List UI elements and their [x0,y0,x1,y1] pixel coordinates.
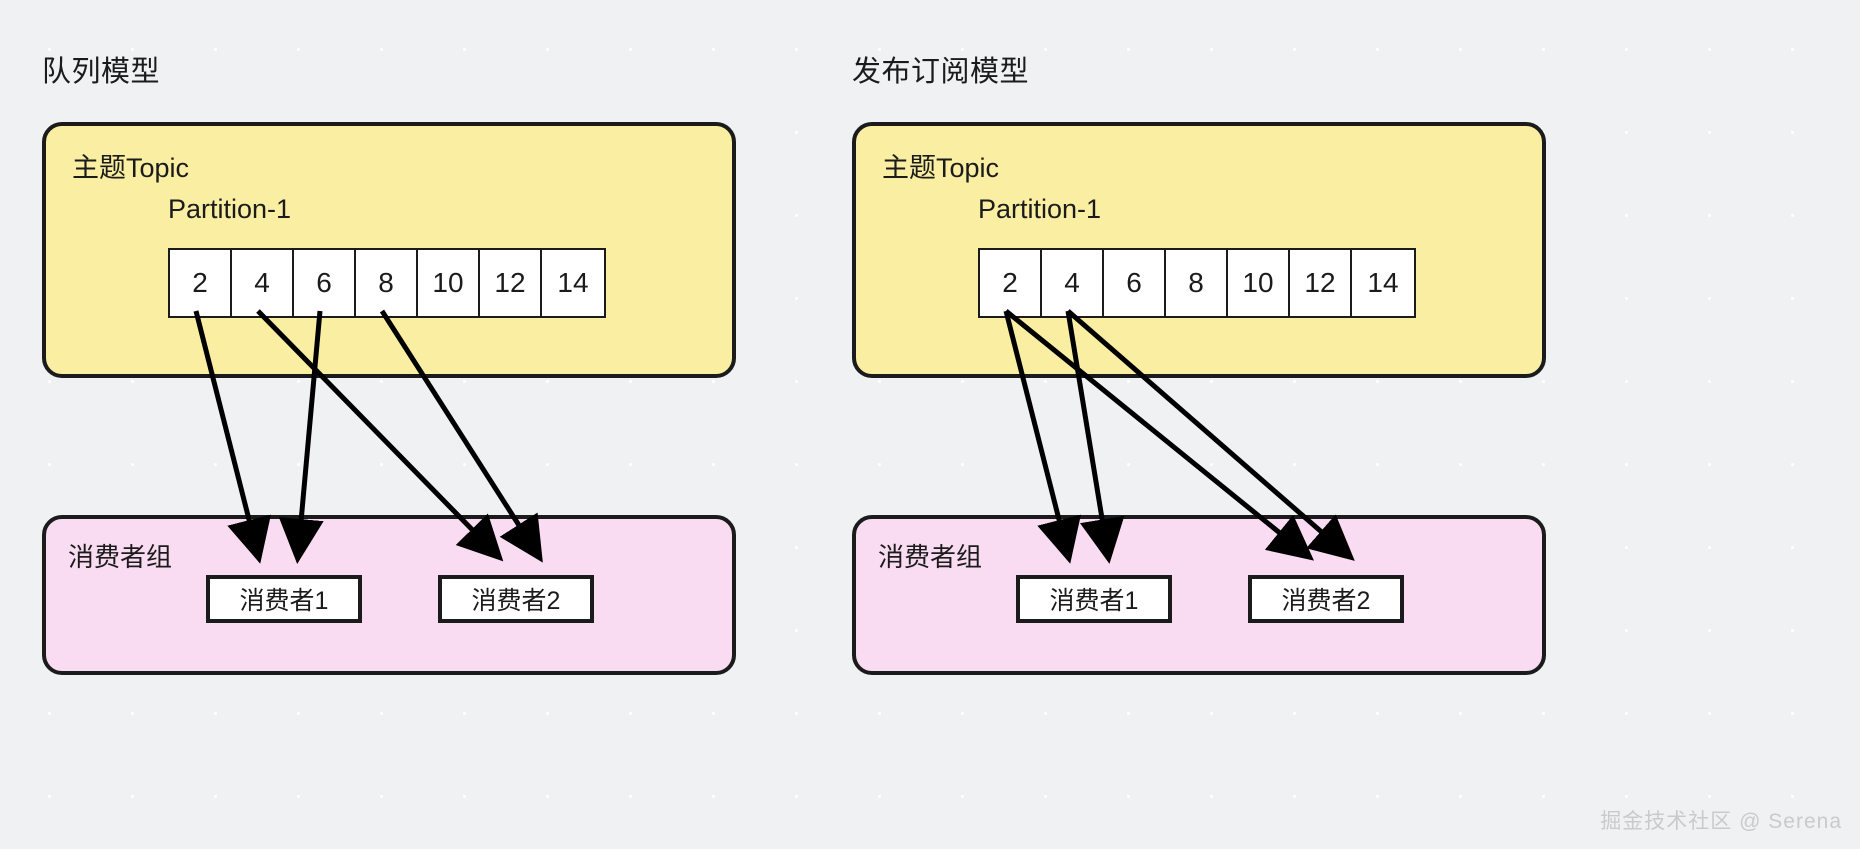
consumer-box-1-queue: 消费者1 [206,575,362,623]
consumer-group-box-pubsub: 消费者组 消费者1 消费者2 [852,515,1546,675]
partition-cell: 6 [294,250,356,316]
consumer-box-2-pubsub: 消费者2 [1248,575,1404,623]
partition-cell: 8 [356,250,418,316]
partition-label-queue: Partition-1 [168,194,292,224]
watermark: 掘金技术社区 @ Serena [1600,810,1842,833]
panel-title-pubsub: 发布订阅模型 [852,56,1030,88]
consumer-box-1-pubsub: 消费者1 [1016,575,1172,623]
topic-box-pubsub: 主题Topic Partition-1 2 4 6 8 10 12 14 [852,122,1546,378]
partition-cell: 14 [1352,250,1414,316]
partition-label-pubsub: Partition-1 [978,194,1102,224]
partition-cell: 8 [1166,250,1228,316]
partition-cell: 10 [418,250,480,316]
consumer-group-label-pubsub: 消费者组 [878,542,983,572]
panel-queue-model: 队列模型 主题Topic Partition-1 2 4 6 8 10 12 1… [10,0,840,849]
partition-cell: 6 [1104,250,1166,316]
partition-cell: 12 [480,250,542,316]
topic-box-queue: 主题Topic Partition-1 2 4 6 8 10 12 14 [42,122,736,378]
partition-cells-queue: 2 4 6 8 10 12 14 [168,248,606,318]
partition-cell: 2 [170,250,232,316]
panel-title-queue: 队列模型 [42,56,161,88]
partition-cell: 4 [232,250,294,316]
consumer-group-box-queue: 消费者组 消费者1 消费者2 [42,515,736,675]
consumer-box-2-queue: 消费者2 [438,575,594,623]
topic-label-pubsub: 主题Topic [882,153,1000,183]
topic-label-queue: 主题Topic [72,153,190,183]
partition-cell: 4 [1042,250,1104,316]
partition-cells-pubsub: 2 4 6 8 10 12 14 [978,248,1416,318]
partition-cell: 10 [1228,250,1290,316]
partition-cell: 2 [980,250,1042,316]
partition-cell: 12 [1290,250,1352,316]
consumer-group-label-queue: 消费者组 [68,542,173,572]
panel-pubsub-model: 发布订阅模型 主题Topic Partition-1 2 4 6 8 10 12… [820,0,1650,849]
partition-cell: 14 [542,250,604,316]
